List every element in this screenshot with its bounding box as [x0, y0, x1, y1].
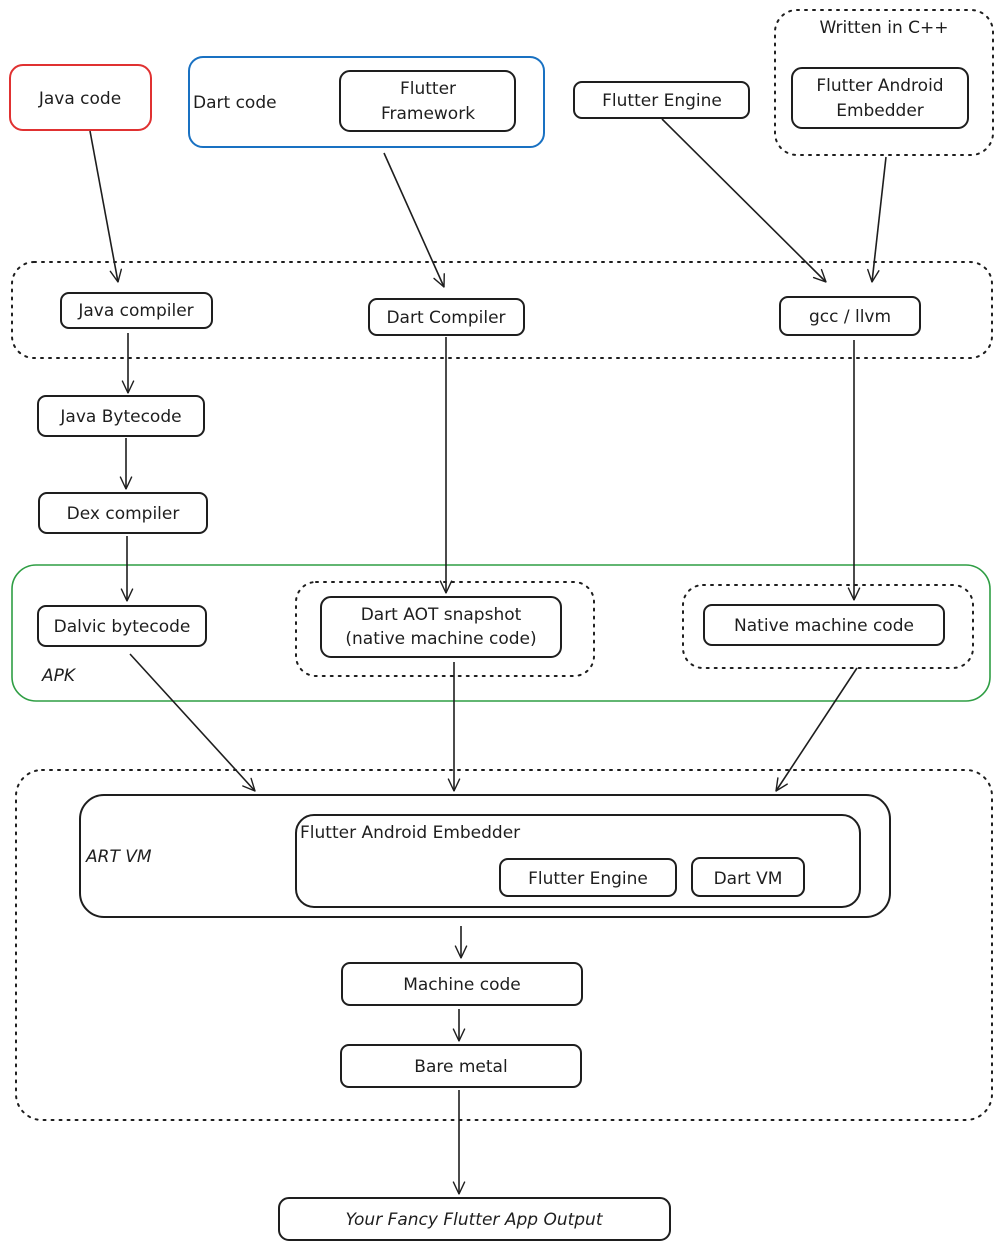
- machine-code-label: Machine code: [403, 975, 521, 995]
- flutter-framework-label-2: Framework: [381, 104, 475, 124]
- java-bytecode-box: [37, 395, 205, 437]
- flutter-android-embedder-source-box: [791, 67, 969, 129]
- apk-label: APK: [41, 666, 77, 686]
- app-output-box: [278, 1197, 671, 1241]
- arrow-flutter-engine-to-gcc: [661, 118, 827, 283]
- arrow-embedder-to-gcc: [867, 156, 887, 283]
- arrow-native-to-runtime: [775, 667, 858, 792]
- flutter-android-embedder-label: Flutter Android Embedder: [300, 823, 520, 843]
- arrow-dalvic-to-runtime: [129, 653, 256, 792]
- arrow-framework-to-dart-compiler: [383, 152, 445, 288]
- dart-code-label: Dart code: [193, 93, 277, 113]
- dart-compiler-box: [368, 298, 525, 336]
- flutter-engine-source-box: [573, 81, 750, 119]
- dex-compiler-label: Dex compiler: [67, 504, 180, 524]
- java-bytecode-label: Java Bytecode: [59, 407, 181, 427]
- gcc-llvm-box: [779, 296, 921, 336]
- runtime-group: [15, 769, 993, 1121]
- dalvic-bytecode-label: Dalvic bytecode: [54, 617, 191, 637]
- cpp-group: [774, 9, 994, 156]
- flutter-engine-box: [499, 858, 677, 897]
- embedder-source-label-2: Embedder: [836, 101, 924, 121]
- app-output-label: Your Fancy Flutter App Output: [346, 1210, 604, 1230]
- machine-code-box: [341, 962, 583, 1006]
- dart-vm-label: Dart VM: [714, 869, 783, 889]
- art-vm-label: ART VM: [85, 847, 152, 867]
- apk-container: [11, 564, 991, 702]
- dart-aot-label-1: Dart AOT snapshot: [361, 605, 522, 625]
- arrow-java-code-to-java-compiler: [89, 130, 123, 283]
- flutter-engine-source-label: Flutter Engine: [602, 91, 722, 111]
- java-compiler-box: [60, 292, 213, 329]
- flutter-engine-label: Flutter Engine: [528, 869, 648, 889]
- java-compiler-label: Java compiler: [77, 301, 193, 321]
- bare-metal-label: Bare metal: [414, 1057, 507, 1077]
- java-code-box: [9, 64, 152, 131]
- bare-metal-box: [340, 1044, 582, 1088]
- native-code-group: [682, 584, 974, 669]
- written-in-cpp-label: Written in C++: [820, 18, 949, 38]
- dalvic-bytecode-box: [37, 605, 207, 647]
- java-code-label: Java code: [38, 89, 121, 109]
- dart-compiler-label: Dart Compiler: [386, 308, 505, 328]
- gcc-llvm-label: gcc / llvm: [809, 307, 891, 327]
- dart-aot-snapshot-box: [320, 596, 562, 658]
- embedder-source-label-1: Flutter Android: [816, 76, 943, 96]
- dart-aot-label-2: (native machine code): [345, 629, 536, 649]
- flutter-framework-label-1: Flutter: [400, 79, 456, 99]
- dex-compiler-box: [38, 492, 208, 534]
- flutter-framework-box: [339, 70, 516, 132]
- dart-vm-box: [691, 857, 805, 897]
- native-machine-code-box: [703, 604, 945, 646]
- native-machine-code-label: Native machine code: [734, 616, 914, 636]
